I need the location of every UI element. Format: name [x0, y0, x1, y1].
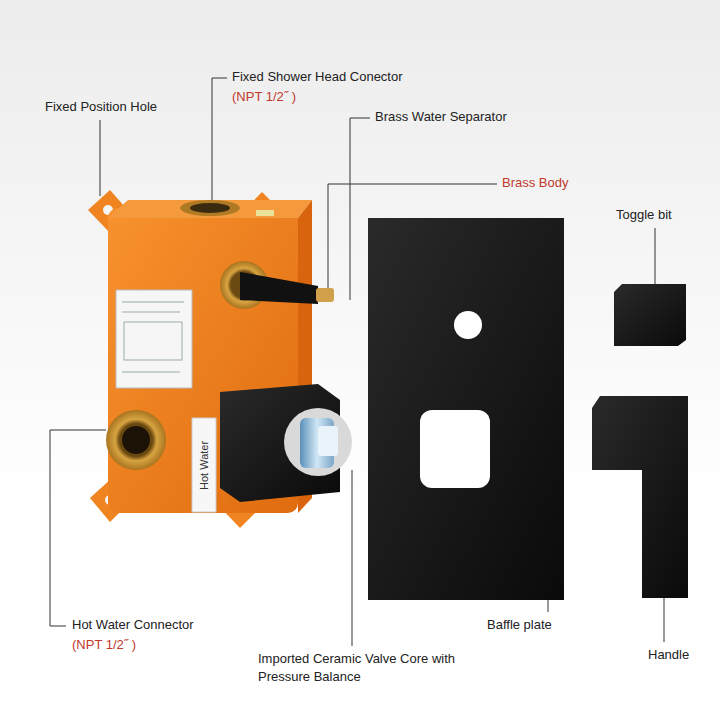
sticker-text: Hot Water	[197, 435, 212, 495]
part-label: Fixed Position Hole	[45, 98, 157, 116]
part-label: Brass Body	[502, 174, 568, 192]
part-label: Imported Ceramic Valve Core with Pressur…	[258, 650, 473, 685]
lever-handle	[592, 396, 688, 598]
part-label: Brass Water Separator	[375, 108, 507, 126]
part-label: Handle	[648, 646, 689, 664]
baffle-plate	[368, 218, 564, 600]
leader-line	[50, 78, 664, 646]
part-label: Toggle bit	[616, 206, 672, 224]
spec-sticker	[116, 290, 192, 388]
separator-stem	[240, 272, 318, 304]
inlet-port	[106, 410, 166, 470]
part-label: Fixed Shower Head Conector	[232, 68, 403, 86]
part-label: Baffle plate	[487, 616, 552, 634]
thread-spec: (NPT 1/2˝ )	[232, 88, 296, 106]
part-label: Hot Water Connector	[72, 616, 194, 634]
valve-housing	[220, 384, 340, 502]
thread-spec: (NPT 1/2˝ )	[72, 636, 136, 654]
toggle-bit	[614, 284, 686, 346]
